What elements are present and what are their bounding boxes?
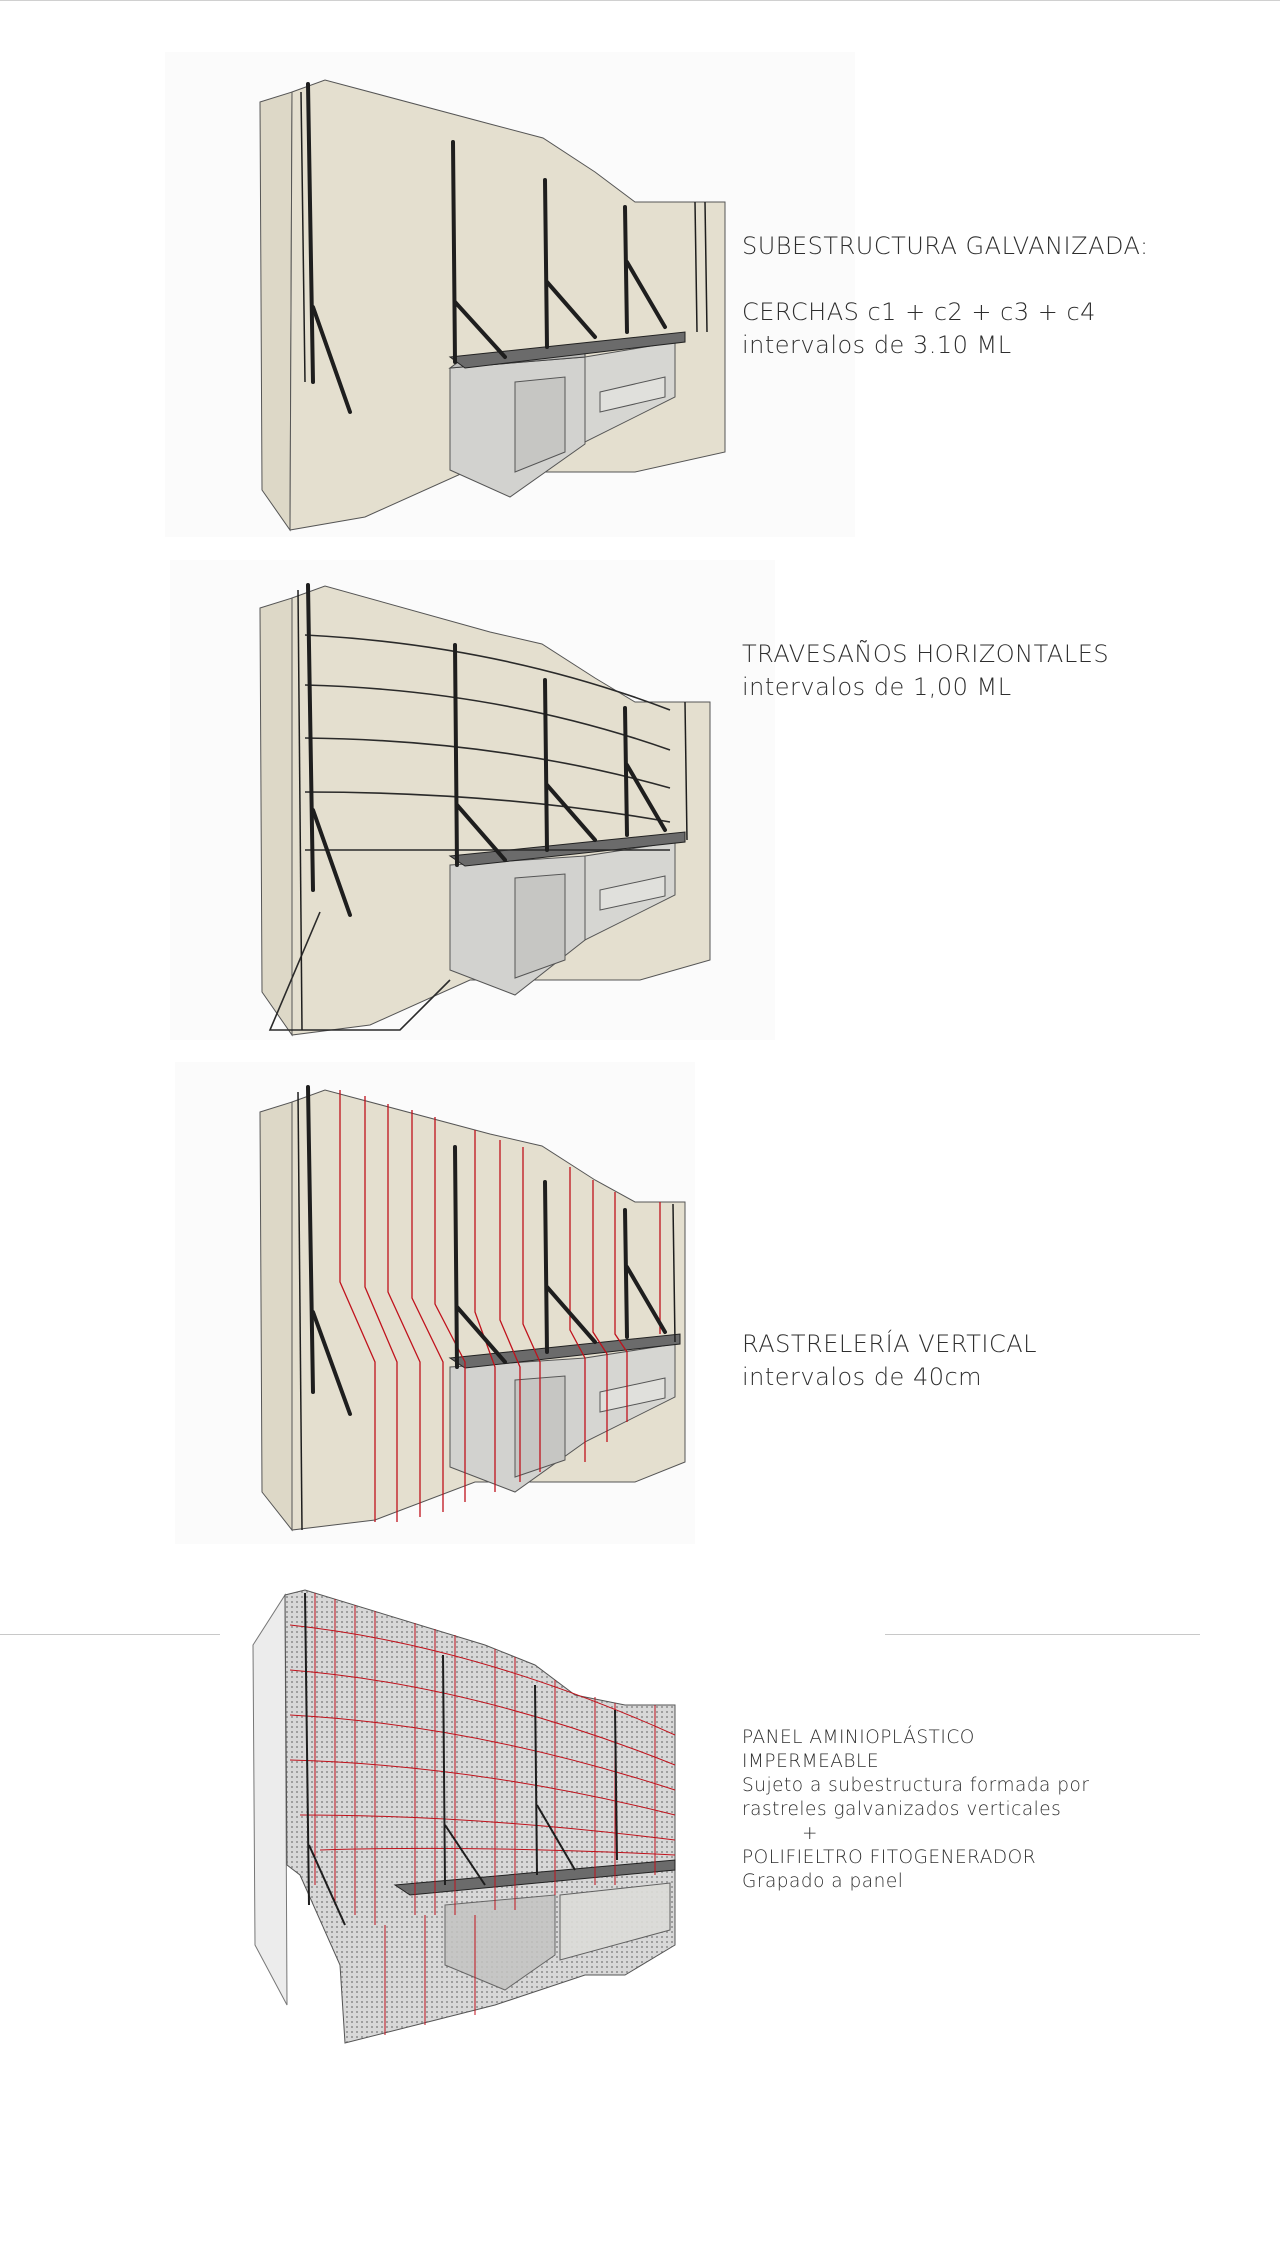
- rails-title: RASTRELERÍA VERTICAL: [742, 1330, 1037, 1358]
- vertical-rails-caption: RASTRELERÍA VERTICAL intervalos de 40cm: [742, 1328, 1037, 1394]
- panel-description-line-2: rastreles galvanizados verticales: [742, 1799, 1062, 1820]
- panel-title: PANEL AMINIOPLÁSTICO: [742, 1727, 975, 1748]
- waterproof-panel-caption: PANEL AMINIOPLÁSTICO IMPERMEABLE Sujeto …: [742, 1726, 1089, 1894]
- felt-title: POLIFIELTRO FITOGENERADOR: [742, 1847, 1037, 1868]
- rails-interval-label: intervalos de 40cm: [742, 1363, 983, 1391]
- substructure-gap: [742, 263, 1149, 296]
- horizontal-crossbars-illustration: [170, 560, 775, 1040]
- vertical-rails-illustration: [175, 1062, 695, 1544]
- substructure-illustration: [165, 52, 855, 537]
- horizontal-crossbars-caption: TRAVESAÑOS HORIZONTALES intervalos de 1,…: [742, 638, 1109, 704]
- panel-description-line-1: Sujeto a subestructura formada por: [742, 1775, 1090, 1796]
- substructure-interval-label: intervalos de 3.10 ML: [742, 331, 1012, 359]
- substructure-trusses-label: CERCHAS c1 + c2 + c3 + c4: [742, 298, 1096, 326]
- substructure-title: SUBESTRUCTURA GALVANIZADA:: [742, 232, 1149, 260]
- panel-plus-sign: +: [802, 1823, 819, 1844]
- waterproof-panel-illustration: [245, 1585, 695, 2060]
- separator-right: [885, 1634, 1200, 1635]
- separator-left: [0, 1634, 220, 1635]
- felt-description: Grapado a panel: [742, 1871, 904, 1892]
- top-border-line: [0, 0, 1280, 1]
- panel-subtitle: IMPERMEABLE: [742, 1751, 880, 1772]
- substructure-caption: SUBESTRUCTURA GALVANIZADA: CERCHAS c1 + …: [742, 230, 1149, 362]
- crossbars-interval-label: intervalos de 1,00 ML: [742, 673, 1012, 701]
- crossbars-title: TRAVESAÑOS HORIZONTALES: [742, 640, 1110, 668]
